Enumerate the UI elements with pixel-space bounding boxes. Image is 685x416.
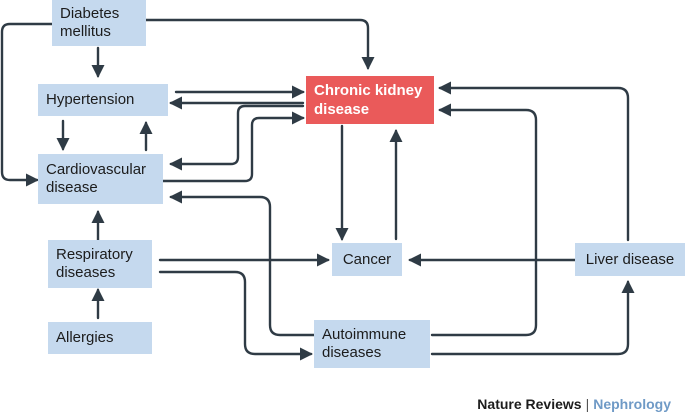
node-label: Cardiovascular disease (46, 161, 147, 196)
arrow-autoimmune-to-ckd (430, 103, 538, 337)
journal-name: Nephrology (593, 396, 671, 412)
arrow-diabetes-to-ckd (144, 18, 375, 70)
arrow-autoimmune-to-liver (430, 280, 635, 356)
node-label: Diabetes mellitus (60, 5, 120, 40)
node-label: Cancer (342, 250, 392, 268)
node-label: Respiratory diseases (56, 246, 133, 281)
node-hypertension: Hypertension (38, 84, 168, 116)
node-label: Hypertension (46, 91, 135, 108)
node-label: Autoimmune diseases (322, 326, 407, 361)
node-diabetes-mellitus: Diabetes mellitus (52, 0, 146, 46)
node-autoimmune-diseases: Autoimmune diseases (314, 320, 430, 368)
arrow-ckd-to-cardiovascular (169, 104, 305, 171)
node-label: Chronic kidney disease (314, 82, 423, 118)
credit-separator: | (585, 396, 590, 412)
node-label: Allergies (56, 329, 114, 346)
node-allergies: Allergies (48, 322, 152, 354)
arrow-respiratory-to-autoimmune (158, 270, 313, 361)
node-respiratory-diseases: Respiratory diseases (48, 240, 152, 288)
publisher-name: Nature Reviews (477, 396, 582, 412)
node-cardiovascular-disease: Cardiovascular disease (38, 154, 163, 204)
node-chronic-kidney-disease: Chronic kidney disease (306, 76, 434, 124)
arrow-diabetes-to-cardiovascular (0, 22, 54, 187)
arrow-liver-to-ckd (438, 81, 630, 242)
node-liver-disease: Liver disease (575, 243, 685, 276)
node-cancer: Cancer (332, 243, 402, 276)
journal-credit: Nature Reviews|Nephrology (477, 396, 671, 412)
arrow-cardiovascular-to-ckd (161, 111, 305, 183)
arrow-autoimmune-to-cardiovascular (169, 190, 316, 337)
node-label: Liver disease (585, 250, 675, 268)
